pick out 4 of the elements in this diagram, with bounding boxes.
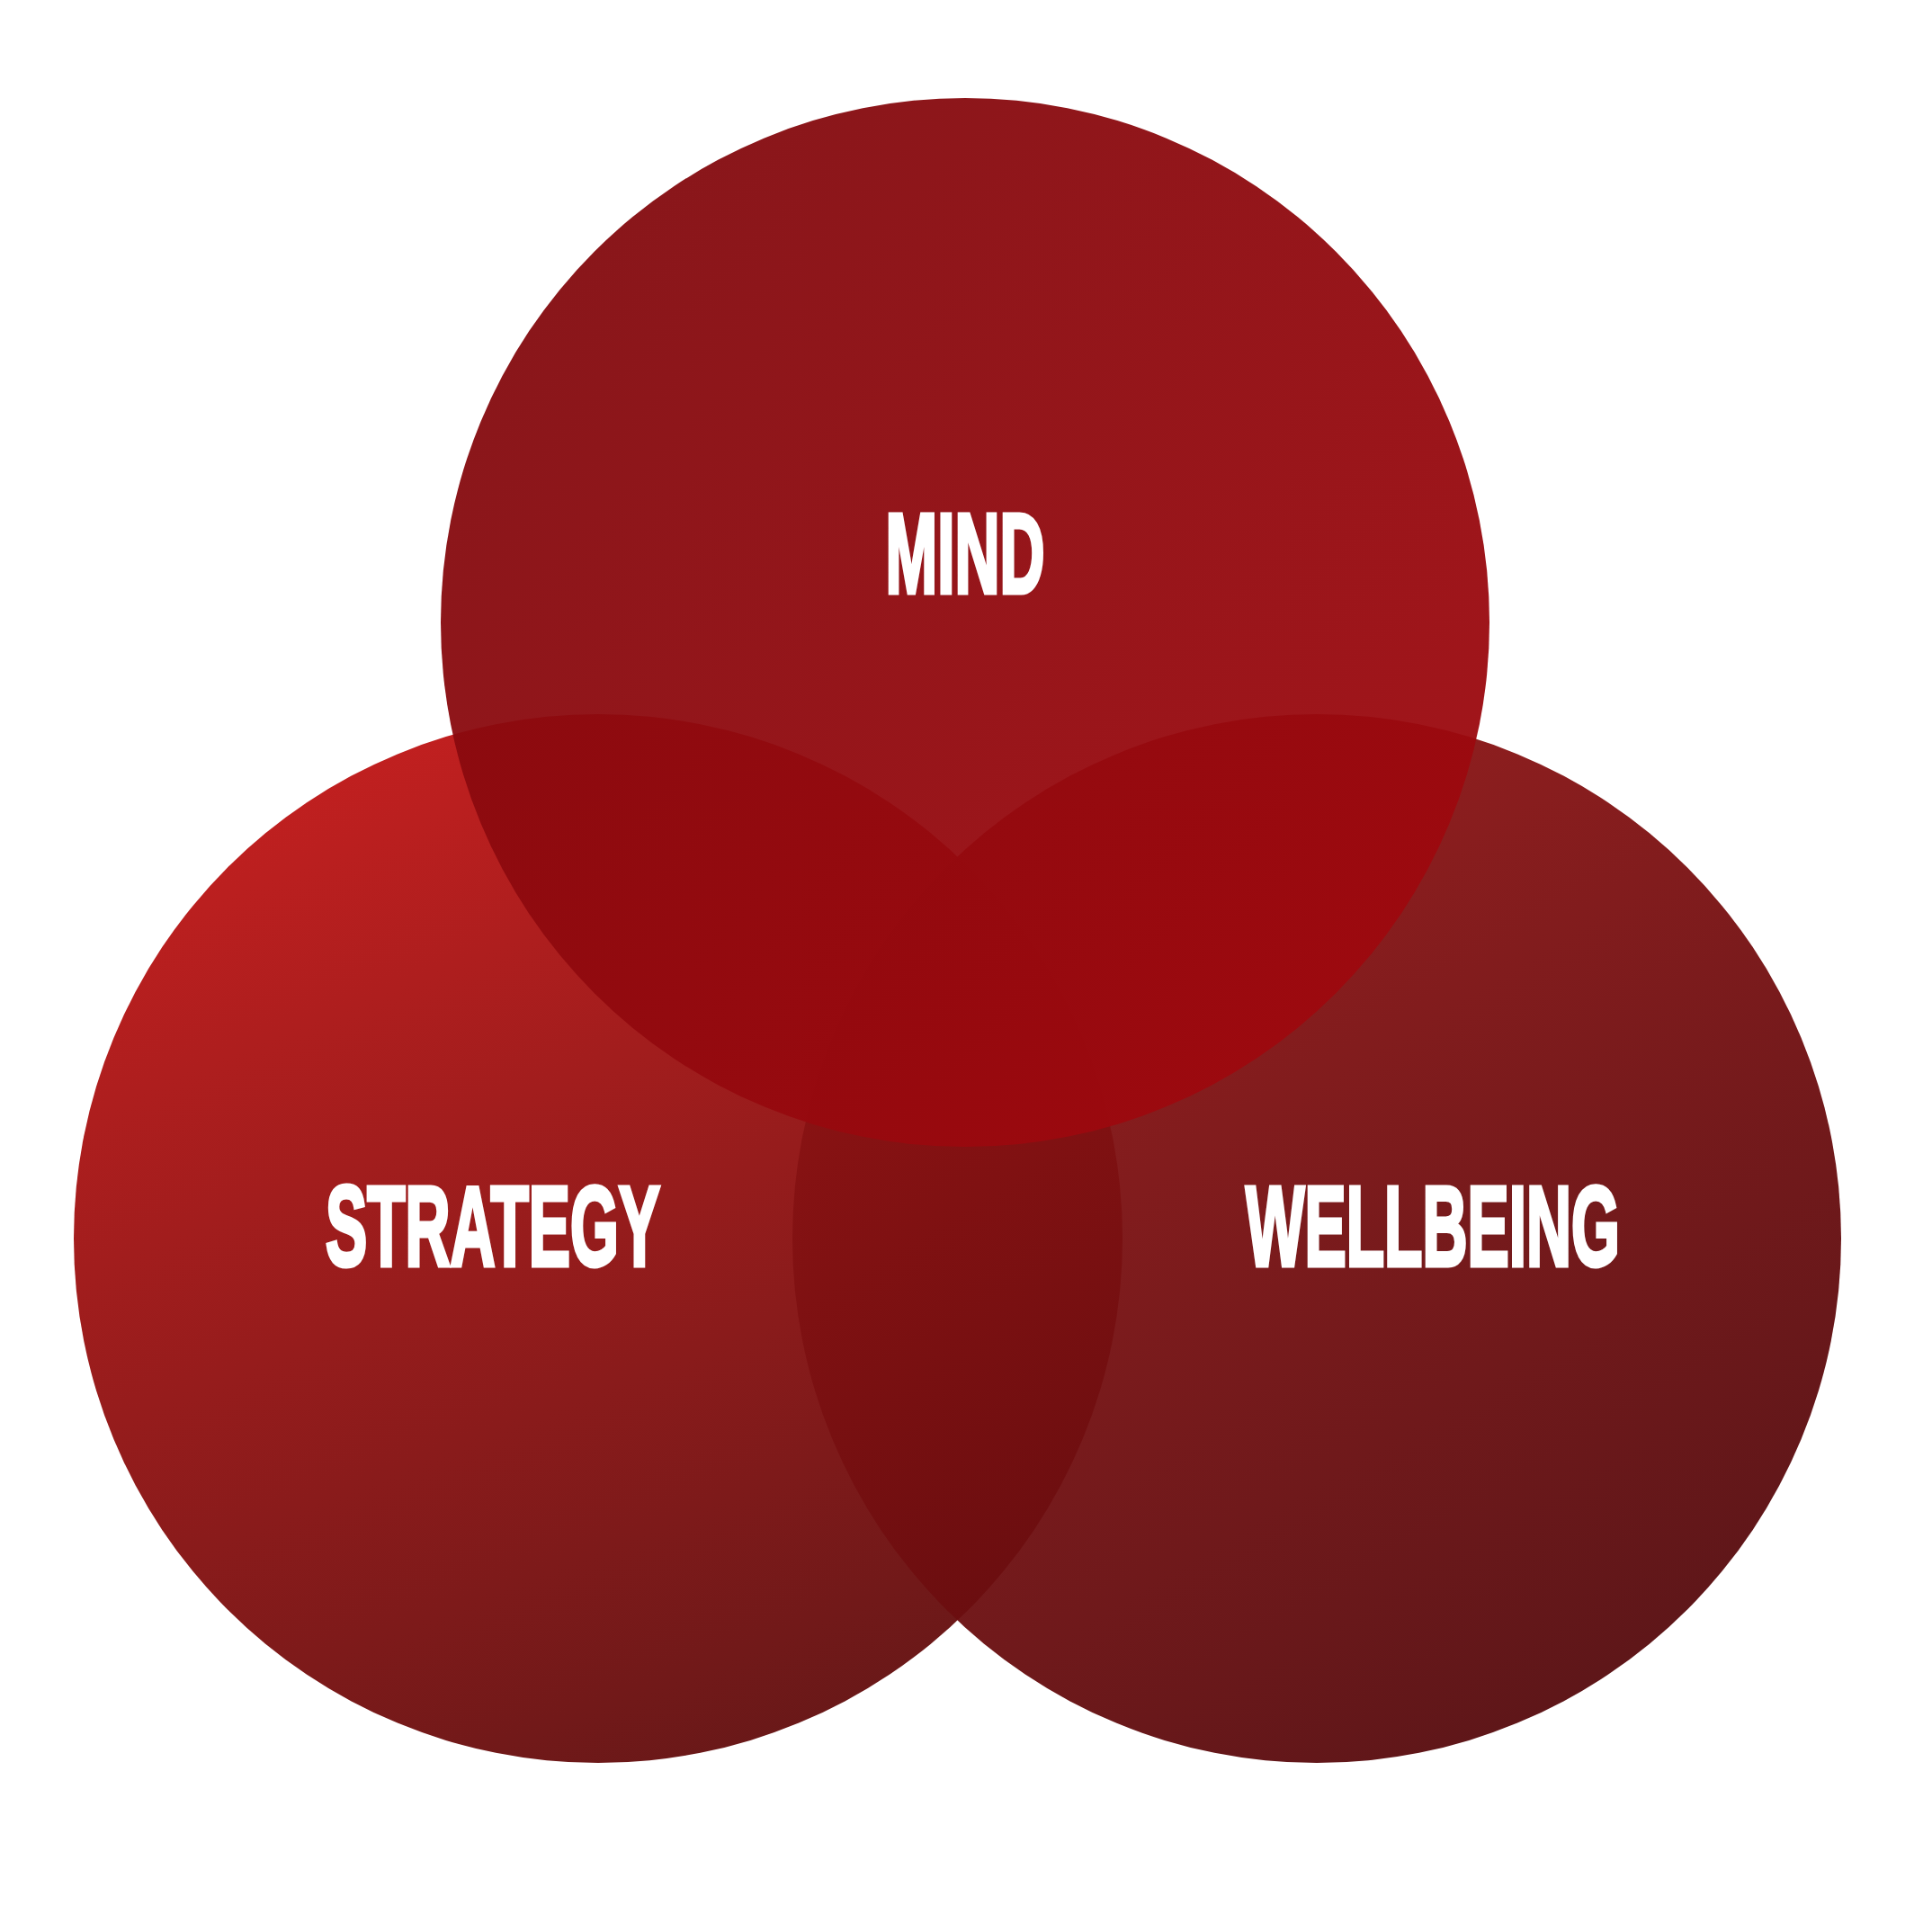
circle-label: MIND — [885, 497, 1045, 611]
circle-label: WELLBEING — [1246, 1170, 1620, 1284]
venn-circle — [441, 98, 1489, 1147]
circle-label: STRATEGY — [325, 1170, 661, 1284]
